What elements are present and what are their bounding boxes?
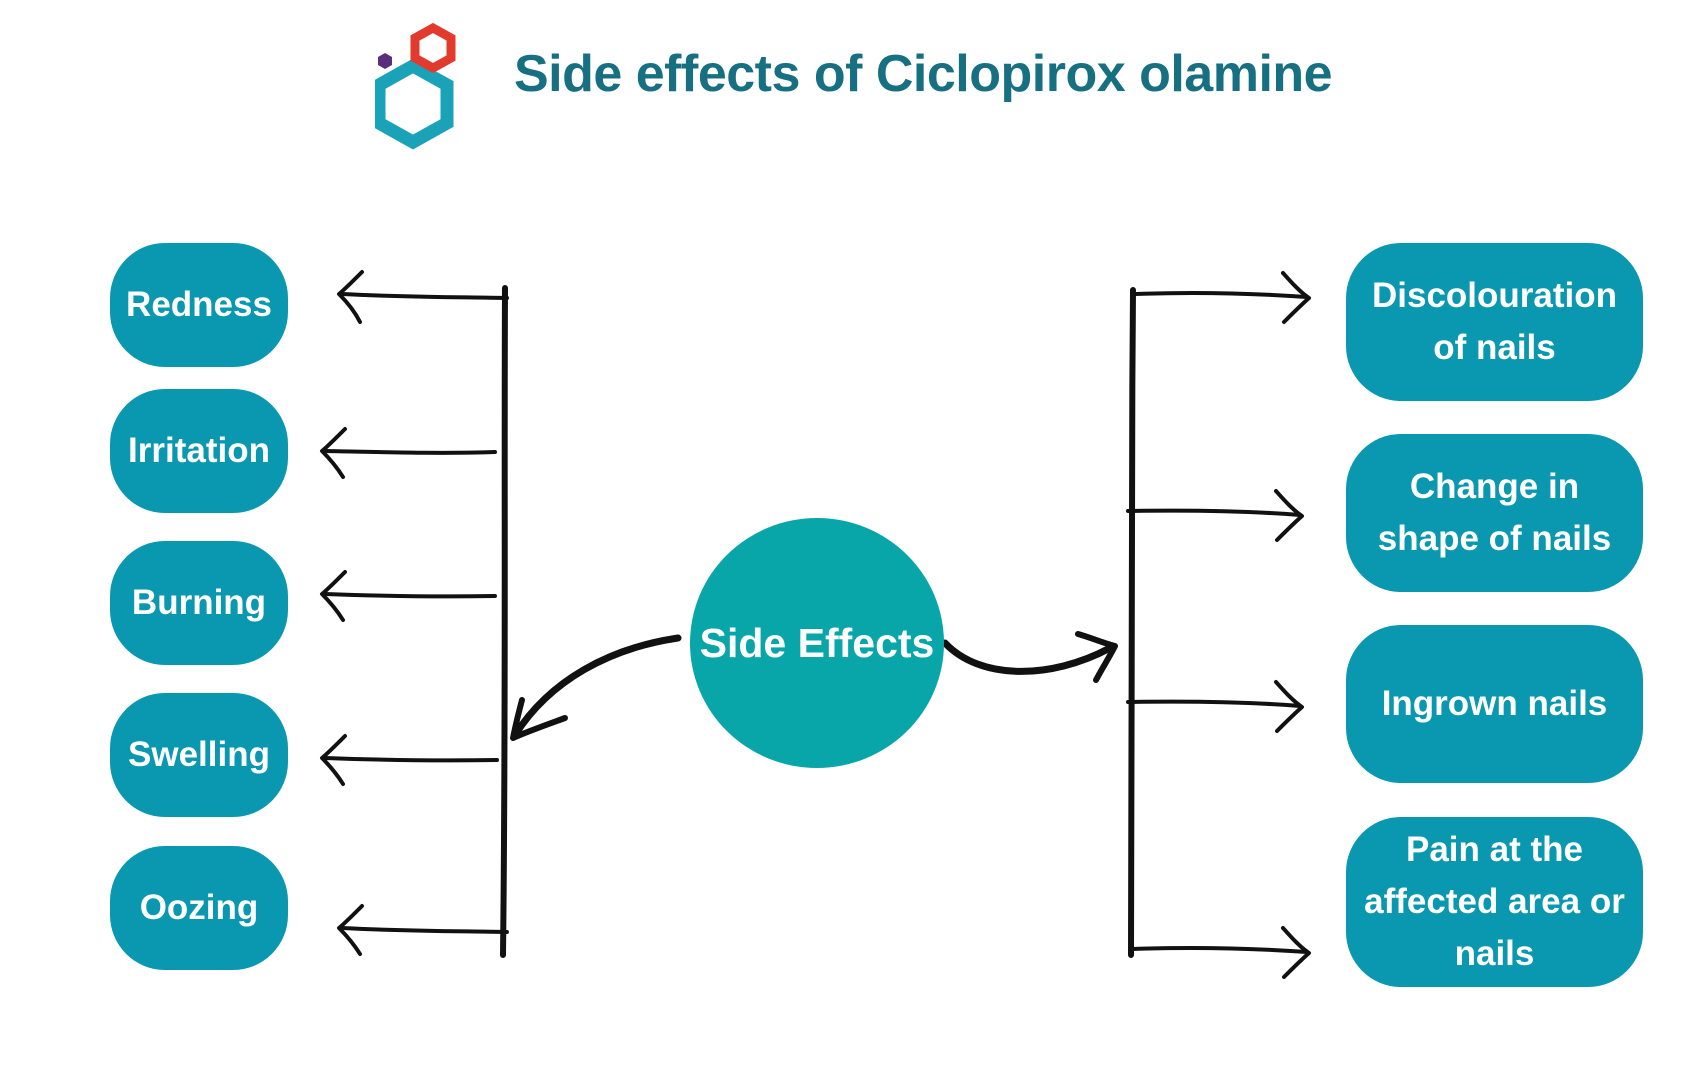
logo-small-red-hexagon xyxy=(410,22,456,74)
page-title: Side effects of Ciclopirox olamine xyxy=(514,45,1333,103)
effect-box-irritation: Irritation xyxy=(110,389,288,513)
arrow-to-pain xyxy=(1131,926,1311,979)
arrow-to-oozing xyxy=(337,904,509,956)
arrow-to-swelling xyxy=(320,734,499,786)
effect-label: Redness xyxy=(126,285,272,324)
center-node-label: Side Effects xyxy=(699,619,935,666)
effect-box-ingrown-nails: Ingrown nails xyxy=(1346,625,1643,783)
effect-label: Burning xyxy=(131,583,267,622)
effect-label: Swelling xyxy=(128,735,270,774)
logo-purple-dot xyxy=(378,53,392,69)
arrow-to-change-in-shape xyxy=(1126,489,1304,542)
effect-label: Change in shape of nails xyxy=(1377,467,1612,558)
arrow-to-redness xyxy=(337,270,509,324)
left-spine-line xyxy=(500,285,508,958)
effect-box-redness: Redness xyxy=(110,243,288,367)
effect-label: Ingrown nails xyxy=(1381,684,1608,723)
arrow-center-to-left-spine xyxy=(510,634,682,741)
effect-label: Discolouration of nails xyxy=(1371,276,1618,367)
effect-label: Oozing xyxy=(139,888,259,927)
center-node-side-effects: Side Effects xyxy=(690,518,944,768)
arrow-to-ingrown-nails xyxy=(1126,680,1304,733)
arrow-to-discolouration xyxy=(1133,271,1311,324)
right-spine-line xyxy=(1128,287,1136,958)
arrow-center-to-right-spine xyxy=(941,631,1118,683)
effect-box-change-in-shape: Change in shape of nails xyxy=(1346,434,1643,592)
effect-label: Pain at the affected area or nails xyxy=(1364,830,1625,973)
effect-box-swelling: Swelling xyxy=(110,693,288,817)
effect-box-discolouration: Discolouration of nails xyxy=(1346,243,1643,401)
effect-box-burning: Burning xyxy=(110,541,288,665)
logo-large-hexagon xyxy=(375,58,454,150)
hexagon-molecule-logo-icon xyxy=(375,22,456,150)
effect-label: Irritation xyxy=(128,431,270,470)
arrow-to-burning xyxy=(320,570,497,622)
effect-box-pain: Pain at the affected area or nails xyxy=(1346,817,1643,987)
arrow-to-irritation xyxy=(320,427,497,479)
effect-box-oozing: Oozing xyxy=(110,846,288,970)
